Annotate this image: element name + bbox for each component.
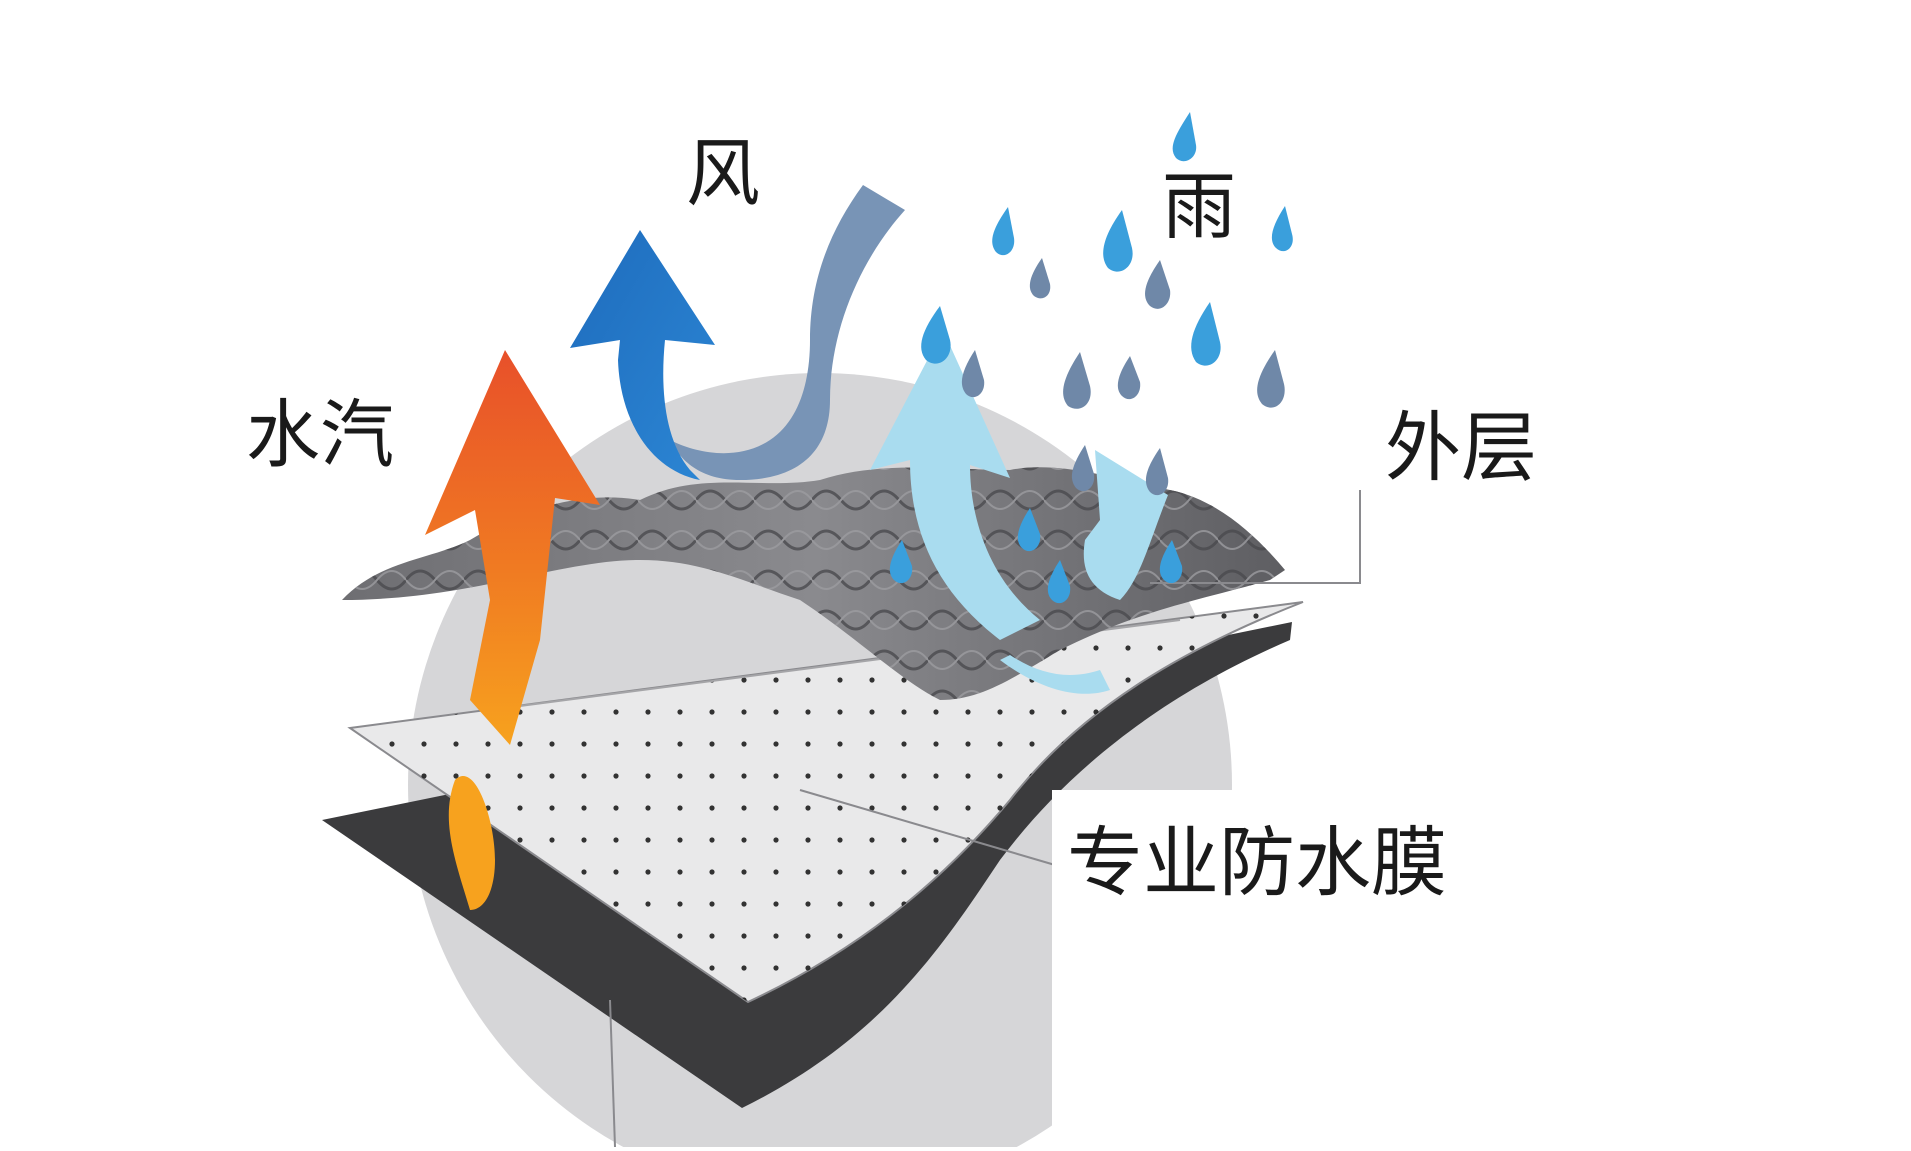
raindrop xyxy=(1118,356,1140,399)
raindrop xyxy=(1191,302,1220,366)
raindrop xyxy=(1072,445,1094,491)
raindrop xyxy=(1103,210,1132,272)
label-rain: 雨 xyxy=(1162,170,1236,244)
label-waterproof-membrane: 专业防水膜 xyxy=(1067,825,1447,901)
raindrop xyxy=(921,306,950,364)
raindrop xyxy=(1173,112,1197,161)
raindrop xyxy=(1030,258,1050,298)
raindrop xyxy=(962,350,984,397)
label-outer-layer: 外层 xyxy=(1385,410,1537,486)
raindrop xyxy=(992,207,1014,255)
raindrop xyxy=(1257,350,1285,408)
raindrop xyxy=(1272,206,1293,251)
raindrop xyxy=(1063,352,1091,409)
raindrop xyxy=(1145,260,1170,309)
raindrop xyxy=(1146,448,1168,495)
label-water-vapor: 水汽 xyxy=(246,398,394,472)
label-wind: 风 xyxy=(686,137,760,211)
